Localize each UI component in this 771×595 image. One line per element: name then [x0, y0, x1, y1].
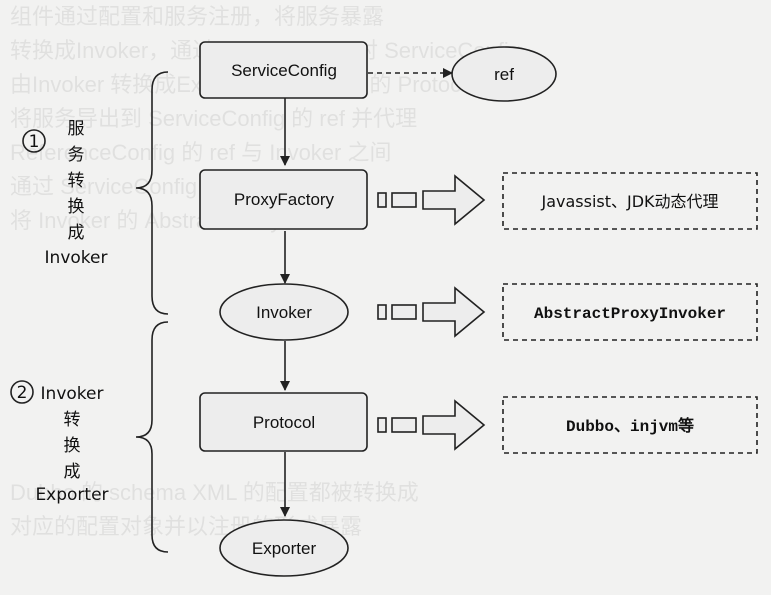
stage1-line-2: 转: [68, 171, 85, 191]
proxyfactory-box: [199, 169, 368, 230]
proxyfactory-label: ProxyFactory: [234, 190, 335, 209]
note-abstractproxyinvoker-box: [502, 283, 758, 341]
note-dubbo-box: [502, 396, 758, 454]
note-abstractproxyinvoker-text: AbstractProxyInvoker: [534, 305, 726, 323]
ref-ellipse: [451, 46, 557, 102]
stage1-label: 1 服 务 转 换 成 Invoker: [22, 119, 108, 268]
ref-label: ref: [494, 65, 514, 84]
stage2-line-2: 换: [64, 436, 81, 456]
brace-stage2: [135, 321, 169, 553]
note-dubbo-text: Dubbo、injvm等: [566, 416, 694, 436]
stage2-number: 2: [17, 383, 28, 403]
note-javassist-box: [502, 172, 758, 230]
stage2-label: 2 Invoker 转 换 成 Exporter: [10, 380, 109, 505]
protocol-box: [199, 392, 368, 452]
stage1-line-5: Invoker: [45, 248, 108, 268]
exporter-ellipse: [219, 519, 349, 577]
exporter-label: Exporter: [252, 539, 317, 558]
stage1-line-0: 服: [68, 119, 85, 139]
connector-protocol: [377, 399, 486, 451]
stage1-line-3: 换: [68, 197, 85, 217]
serviceconfig-box: [199, 41, 368, 99]
stage2-line-3: 成: [64, 462, 81, 482]
invoker-ellipse: [219, 283, 349, 341]
invoker-label: Invoker: [256, 303, 312, 322]
stage2-line-0: Invoker: [41, 384, 104, 404]
stage1-number: 1: [29, 132, 40, 152]
stage1-line-1: 务: [68, 145, 85, 165]
connector-proxyfactory: [377, 174, 486, 226]
connector-invoker: [377, 286, 486, 338]
protocol-label: Protocol: [253, 413, 315, 432]
brace-stage1: [135, 71, 169, 315]
note-javassist-text: Javassist、JDK动态代理: [540, 192, 718, 211]
stage2-line-1: 转: [64, 410, 81, 430]
stage1-line-4: 成: [68, 223, 85, 243]
stage2-line-4: Exporter: [35, 485, 108, 505]
serviceconfig-label: ServiceConfig: [231, 61, 337, 80]
